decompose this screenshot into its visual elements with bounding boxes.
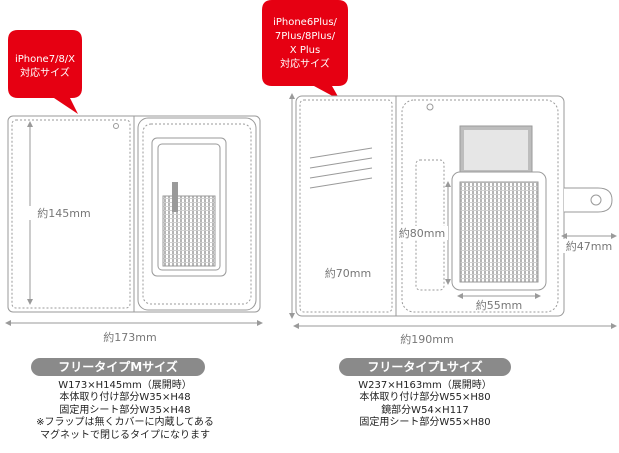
spec-l-1: W237×H163mm（展開時）	[358, 380, 492, 391]
dim-height-m: 約145mm	[27, 121, 100, 305]
dim-label-height-m: 約145mm	[37, 206, 90, 220]
spec-l-2: 本体取り付け部分W55×H80	[359, 392, 491, 404]
dim-inner-height-l: 約80mm	[398, 181, 451, 285]
badge-l-line-2: 7Plus/8Plus/	[275, 31, 336, 42]
dim-label-width-l: 約190mm	[400, 332, 453, 346]
dim-width-l: 約190mm	[293, 323, 617, 346]
dim-label-inner-height: 約80mm	[399, 226, 445, 240]
badge-m: iPhone7/8/X 対応サイズ	[8, 30, 82, 114]
spec-list-l: W237×H163mm（展開時） 本体取り付け部分W55×H80 鏡部分W54×…	[300, 380, 550, 430]
dim-label-flap: 約47mm	[566, 239, 612, 253]
case-l	[295, 95, 613, 317]
spec-m-2: 本体取り付け部分W35×H48	[59, 392, 191, 404]
spec-list-m: W173×H145mm（展開時） 本体取り付け部分W35×H48 固定用シート部…	[0, 380, 250, 442]
badge-m-line-1: iPhone7/8/X	[15, 54, 75, 65]
spec-m-1: W173×H145mm（展開時）	[58, 380, 192, 391]
size-l-label: フリータイプLサイズ	[339, 358, 511, 376]
badge-l-line-3: X Plus	[290, 45, 320, 56]
badge-l-line-1: iPhone6Plus/	[273, 17, 337, 28]
spec-l-4: 固定用シート部分W55×H80	[359, 417, 491, 429]
spec-l-3: 鏡部分W54×H117	[381, 404, 469, 416]
dim-label-width-m: 約173mm	[103, 330, 156, 344]
dim-flap-l: 約47mm	[561, 233, 617, 253]
dim-width-m: 約173mm	[5, 320, 263, 344]
case-m	[7, 115, 261, 313]
dim-label-inner-width: 約55mm	[476, 298, 522, 312]
dim-label-pocket: 約70mm	[325, 266, 371, 280]
badge-m-line-2: 対応サイズ	[20, 66, 70, 79]
size-m-label: フリータイプMサイズ	[31, 358, 205, 376]
badge-l: iPhone6Plus/ 7Plus/8Plus/ X Plus 対応サイズ	[262, 0, 348, 100]
spec-m-4: ※フラップは無くカバーに内蔵してある	[36, 417, 214, 429]
dim-pocket-l: 約70mm	[318, 266, 378, 280]
spec-m-5: マグネットで閉じるタイプになります	[40, 429, 210, 441]
spec-m-3: 固定用シート部分W35×H48	[59, 404, 191, 416]
dim-inner-width-l: 約55mm	[457, 293, 541, 312]
badge-l-line-4: 対応サイズ	[280, 57, 330, 70]
